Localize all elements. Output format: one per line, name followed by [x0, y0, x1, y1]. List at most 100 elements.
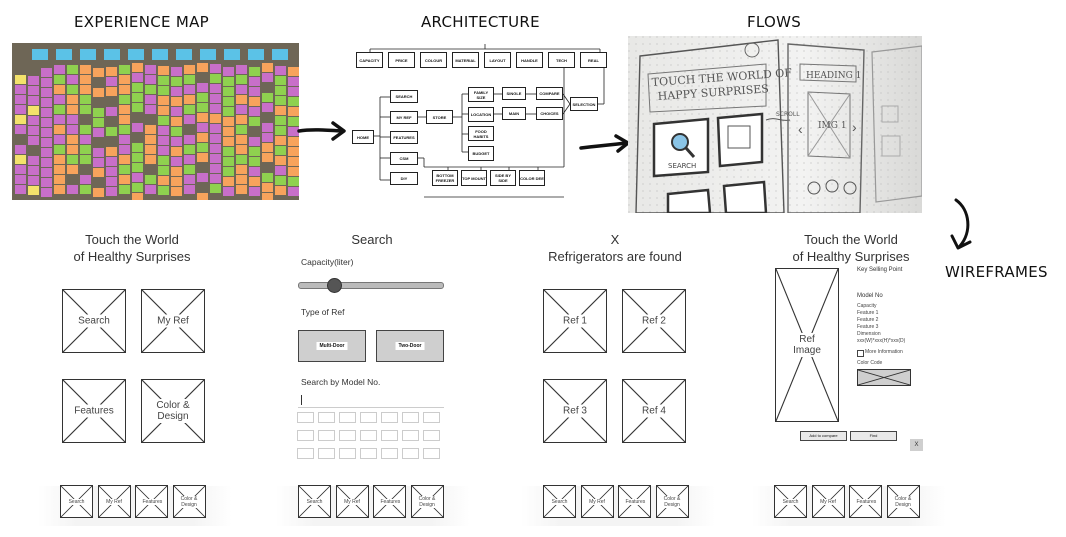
sticky-note [80, 95, 91, 104]
tab-color-design[interactable]: Color & Design [886, 485, 920, 518]
tab-color-design[interactable]: Color & Design [410, 485, 444, 518]
sticky-note [145, 95, 156, 104]
keypad-key[interactable] [423, 412, 440, 423]
keypad-key[interactable] [318, 448, 335, 459]
close-button[interactable]: X [910, 439, 923, 451]
tab-color-design[interactable]: Color & Design [655, 485, 689, 518]
tab-label: Color & Design [662, 495, 682, 508]
sticky-note [158, 136, 169, 145]
sticky-note [54, 105, 65, 114]
sticky-note [288, 167, 299, 176]
keypad-key[interactable] [381, 430, 398, 441]
result-tile-ref-2[interactable]: Ref 2 [622, 289, 686, 353]
sticky-note [28, 176, 39, 185]
keypad-key[interactable] [402, 412, 419, 423]
tab-color-design[interactable]: Color & Design [172, 485, 206, 518]
flows-heading: FLOWS [747, 13, 802, 31]
tab-label: Features [379, 498, 401, 505]
keypad-key[interactable] [297, 448, 314, 459]
home-tile-my-ref[interactable]: My Ref [141, 289, 205, 353]
tab-my-ref[interactable]: My Ref [811, 485, 845, 518]
keypad-key[interactable] [297, 430, 314, 441]
sticky-note [184, 115, 195, 124]
result-tile-ref-4[interactable]: Ref 4 [622, 379, 686, 443]
keypad-key[interactable] [423, 430, 440, 441]
sticky-note [145, 75, 156, 84]
keypad-key[interactable] [423, 448, 440, 459]
sticky-note [67, 65, 78, 74]
architecture-node: TECH [548, 52, 575, 68]
more-info-link[interactable]: More Information [865, 349, 903, 355]
sticky-note [93, 188, 104, 197]
capacity-slider[interactable] [298, 282, 444, 289]
sticky-note [41, 98, 52, 107]
keypad-key[interactable] [381, 412, 398, 423]
sticky-note [54, 135, 65, 144]
tab-features[interactable]: Features [373, 485, 406, 518]
architecture-node: REAL [580, 52, 607, 68]
home-tile-features[interactable]: Features [62, 379, 126, 443]
sticky-note [28, 116, 39, 125]
keypad-key[interactable] [318, 412, 335, 423]
result-tile-ref-1[interactable]: Ref 1 [543, 289, 607, 353]
result-tile-label: Ref 3 [561, 404, 589, 418]
tab-features[interactable]: Features [618, 485, 651, 518]
tab-search[interactable]: Search [543, 485, 576, 518]
keypad-key[interactable] [381, 448, 398, 459]
keypad-key[interactable] [360, 448, 377, 459]
home-tile-color-design[interactable]: Color & Design [141, 379, 205, 443]
sticky-note [210, 114, 221, 123]
tab-features[interactable]: Features [849, 485, 882, 518]
sticky-note [288, 77, 299, 86]
keypad-key[interactable] [402, 448, 419, 459]
add-to-compare-button[interactable]: Add to compare [800, 431, 847, 441]
tab-label: Search [780, 498, 801, 505]
multi-door-button[interactable]: Multi-Door [298, 330, 366, 362]
tab-my-ref[interactable]: My Ref [580, 485, 614, 518]
tab-label: Search [66, 498, 87, 505]
keypad-key[interactable] [318, 430, 335, 441]
two-door-button[interactable]: Two-Door [376, 330, 444, 362]
sticky-note [28, 86, 39, 95]
keypad-key[interactable] [339, 412, 356, 423]
sticky-note [223, 147, 234, 156]
color-code-swatch[interactable] [857, 369, 911, 386]
architecture-node: FEATURES [390, 131, 418, 144]
result-tile-ref-3[interactable]: Ref 3 [543, 379, 607, 443]
sticky-note [119, 95, 130, 104]
sticky-note [28, 96, 39, 105]
find-button[interactable]: Find [850, 431, 897, 441]
home-tile-search[interactable]: Search [62, 289, 126, 353]
tab-my-ref[interactable]: My Ref [335, 485, 369, 518]
spec-item: Feature 2 [857, 317, 879, 323]
sticky-note [262, 183, 273, 192]
tab-search[interactable]: Search [298, 485, 331, 518]
capacity-slider-handle[interactable] [327, 278, 342, 293]
architecture-node: TOP MOUNT [461, 170, 487, 186]
tab-label: My Ref [587, 498, 607, 505]
tab-search[interactable]: Search [60, 485, 93, 518]
sticky-note [210, 94, 221, 103]
ref-image-label: Ref Image [790, 333, 824, 357]
sticky-note [275, 176, 286, 185]
model-search-input[interactable] [298, 393, 444, 408]
keypad-key[interactable] [339, 430, 356, 441]
keypad-key[interactable] [402, 430, 419, 441]
sticky-note [262, 73, 273, 82]
keypad-key[interactable] [360, 430, 377, 441]
more-info-icon[interactable] [857, 350, 864, 357]
sticky-note [236, 155, 247, 164]
tab-my-ref[interactable]: My Ref [97, 485, 131, 518]
sticky-note [236, 115, 247, 124]
sticky-note [80, 145, 91, 154]
keypad-key[interactable] [360, 412, 377, 423]
tab-features[interactable]: Features [135, 485, 168, 518]
tab-label: Features [141, 498, 163, 505]
sticky-note [106, 127, 117, 136]
keypad-key[interactable] [339, 448, 356, 459]
home-tile-label: Color & Design [154, 399, 192, 423]
tab-search[interactable]: Search [774, 485, 807, 518]
keypad-key[interactable] [297, 412, 314, 423]
sticky-note [54, 155, 65, 164]
sticky-note [158, 106, 169, 115]
